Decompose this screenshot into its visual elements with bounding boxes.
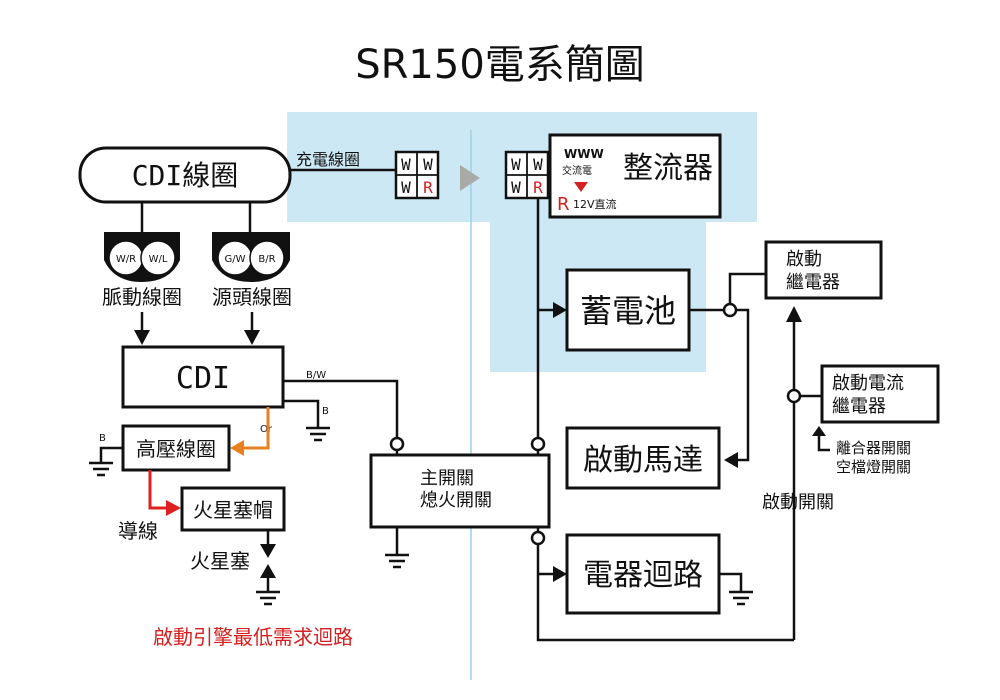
start-switch-label: 啟動開關 bbox=[762, 492, 834, 513]
cdi-bw-label: B/W bbox=[306, 370, 326, 381]
pulse-coil-connector: W/R W/L bbox=[104, 232, 180, 282]
circuit-ground-symbol bbox=[729, 590, 753, 606]
cdi-or-label: Or bbox=[260, 424, 273, 435]
svg-text:W: W bbox=[401, 178, 411, 197]
cdi-coil-box bbox=[78, 146, 292, 204]
charging-connector-left: W W W R bbox=[394, 150, 440, 200]
main-switch-line2: 熄火開關 bbox=[420, 490, 492, 511]
rectifier-ac-symbol: WWW bbox=[564, 147, 604, 161]
current-relay-box bbox=[820, 364, 940, 424]
diagram-title: SR150電系簡圖 bbox=[355, 42, 645, 88]
svg-text:W: W bbox=[511, 155, 521, 174]
svg-text:W: W bbox=[511, 178, 521, 197]
charging-connector-right: W W W R bbox=[504, 150, 550, 200]
source-coil-connector: G/W B/R bbox=[212, 232, 290, 282]
source-pin-right: B/R bbox=[258, 254, 275, 265]
pulse-pin-right: W/L bbox=[149, 254, 168, 265]
rectifier-down-arrow bbox=[574, 182, 588, 192]
cdi-label: CDI bbox=[176, 361, 230, 396]
spark-cap-label: 火星塞帽 bbox=[193, 498, 273, 522]
footer-note: 啟動引擎最低需求迴路 bbox=[153, 625, 353, 649]
cdi-coil-label: CDI線圈 bbox=[132, 159, 239, 192]
svg-text:W: W bbox=[401, 155, 411, 174]
spark-plug-label: 火星塞 bbox=[190, 549, 250, 573]
starter-motor-box bbox=[565, 426, 721, 490]
svg-text:R: R bbox=[423, 178, 433, 197]
ignition-b-label: B bbox=[99, 433, 106, 444]
orange-wire bbox=[240, 407, 270, 450]
starter-relay-line2: 繼電器 bbox=[786, 272, 840, 293]
electrical-circuit-label: 電器迴路 bbox=[583, 558, 703, 593]
main-switch-ground-symbol bbox=[385, 553, 409, 569]
battery-label: 蓄電池 bbox=[580, 292, 676, 330]
rectifier-ac-label: 交流電 bbox=[562, 164, 592, 177]
cdi-ground-symbol bbox=[306, 426, 330, 442]
svg-text:R: R bbox=[533, 178, 543, 197]
clutch-note-line1: 離合器開關 bbox=[836, 439, 911, 457]
clutch-note-line2: 空檔燈開關 bbox=[836, 458, 911, 476]
current-relay-line2: 繼電器 bbox=[832, 396, 886, 417]
charging-flow-arrow bbox=[460, 165, 480, 191]
ignition-ground-symbol bbox=[89, 461, 113, 477]
spark-plug-ground-symbol bbox=[256, 590, 280, 606]
battery-box bbox=[565, 268, 691, 352]
red-lead-wire bbox=[148, 470, 170, 510]
starter-motor-label: 啟動馬達 bbox=[583, 443, 703, 478]
source-coil-label: 源頭線圈 bbox=[212, 285, 292, 309]
rectifier-label: 整流器 bbox=[623, 151, 713, 186]
ignition-coil-box bbox=[121, 424, 231, 472]
lead-label: 導線 bbox=[118, 519, 158, 543]
cdi-b-label: B bbox=[322, 406, 329, 417]
starter-relay-line1: 啟動 bbox=[786, 249, 822, 270]
ignition-coil-label: 高壓線圈 bbox=[136, 437, 216, 461]
pulse-pin-left: W/R bbox=[116, 254, 136, 265]
rectifier-dc-letter: R bbox=[557, 194, 570, 215]
pulse-coil-label: 脈動線圈 bbox=[102, 285, 182, 309]
main-switch-line1: 主開關 bbox=[420, 468, 474, 489]
cdi-box bbox=[121, 345, 285, 409]
rectifier-box bbox=[548, 133, 722, 219]
svg-text:W: W bbox=[533, 155, 543, 174]
electrical-circuit-box bbox=[565, 533, 721, 615]
main-switch-box bbox=[369, 453, 551, 529]
spark-cap-box bbox=[180, 486, 286, 532]
current-relay-line1: 啟動電流 bbox=[832, 373, 904, 394]
source-pin-left: G/W bbox=[224, 254, 245, 265]
svg-text:W: W bbox=[423, 155, 433, 174]
rectifier-dc-label: 12V直流 bbox=[573, 197, 617, 211]
starter-relay-box bbox=[764, 240, 883, 300]
charging-coil-label: 充電線圈 bbox=[296, 150, 360, 169]
